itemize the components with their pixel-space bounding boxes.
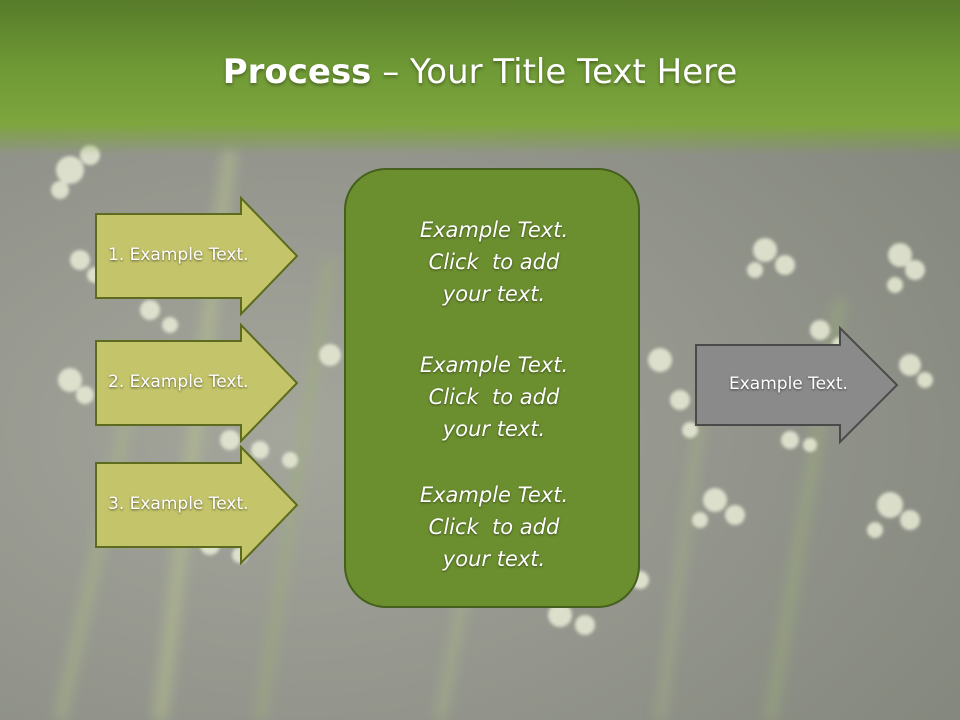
output-arrow[interactable] (695, 325, 899, 445)
block-line: Click to add (428, 250, 560, 274)
step-arrow-3[interactable] (95, 444, 299, 566)
block-line: your text. (442, 547, 546, 571)
title-bar (0, 0, 960, 155)
output-label: Example Text. (729, 374, 848, 394)
step-arrow-2[interactable] (95, 322, 299, 444)
title-strong: Process (222, 52, 372, 92)
block-line: Click to add (428, 385, 560, 409)
block-line: Click to add (428, 515, 560, 539)
center-text-block-2[interactable]: Example Text. Click to add your text. (346, 349, 642, 445)
block-line: your text. (442, 282, 546, 306)
slide-title: Process – Your Title Text Here (0, 52, 960, 92)
title-rest: – Your Title Text Here (371, 52, 738, 92)
center-text-block-1[interactable]: Example Text. Click to add your text. (346, 214, 642, 310)
block-line: Example Text. (419, 218, 569, 242)
step-arrow-1[interactable] (95, 195, 299, 317)
step-label-2: 2. Example Text. (108, 372, 249, 392)
center-process-box[interactable]: Example Text. Click to add your text. Ex… (344, 168, 640, 608)
block-line: Example Text. (419, 483, 569, 507)
step-label-3: 3. Example Text. (108, 494, 249, 514)
block-line: your text. (442, 417, 546, 441)
block-line: Example Text. (419, 353, 569, 377)
center-text-block-3[interactable]: Example Text. Click to add your text. (346, 479, 642, 575)
step-label-1: 1. Example Text. (108, 245, 249, 265)
